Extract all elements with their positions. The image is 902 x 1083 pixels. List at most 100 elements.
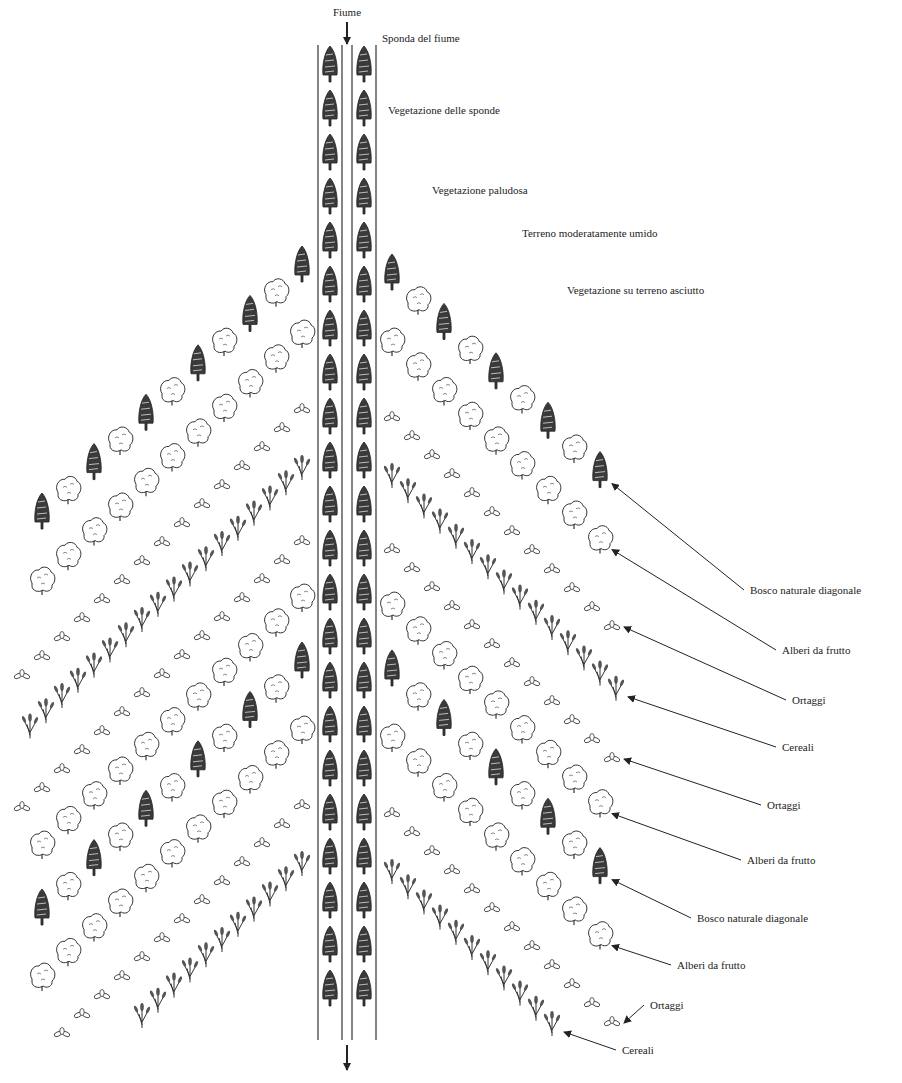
conifer-symbol [357, 530, 371, 566]
row-label: Cereali [780, 741, 816, 754]
conifer-symbol [489, 353, 503, 389]
veg-symbol [503, 658, 520, 668]
veg-symbol [423, 582, 440, 592]
veg-symbol [483, 639, 500, 649]
fruit-symbol [135, 732, 159, 760]
conifer-symbol [323, 354, 337, 390]
veg-symbol [603, 753, 620, 763]
conifer-symbol [357, 442, 371, 478]
veg-symbol [73, 613, 90, 623]
fruit-symbol [589, 790, 613, 818]
fruit-symbol [459, 798, 483, 826]
fruit-symbol [161, 378, 185, 406]
veg-symbol [523, 941, 540, 951]
grain-symbol [447, 524, 465, 549]
fruit-symbol [31, 831, 55, 859]
fruit-symbol [589, 526, 613, 554]
fruit-symbol [563, 765, 587, 793]
veg-symbol [463, 884, 480, 894]
conifer-symbol [323, 882, 337, 918]
conifer-symbol [243, 295, 257, 331]
conifer-symbol [385, 254, 399, 290]
grain-symbol [293, 851, 311, 876]
grain-symbol [245, 501, 263, 526]
fruit-symbol [407, 287, 431, 315]
conifer-symbol [357, 398, 371, 434]
grain-symbol [607, 676, 625, 701]
veg-symbol [193, 631, 210, 641]
veg-symbol [463, 488, 480, 498]
fruit-symbol [459, 732, 483, 760]
veg-symbol [153, 933, 170, 943]
veg-symbol [543, 960, 560, 970]
veg-symbol [53, 1028, 70, 1038]
leader-arrow [624, 627, 786, 700]
fruit-symbol [537, 740, 561, 768]
veg-symbol [523, 545, 540, 555]
fruit-symbol [161, 708, 185, 736]
grain-symbol [85, 653, 103, 678]
conifer-symbol [323, 530, 337, 566]
fruit-symbol [57, 872, 81, 900]
grain-symbol [133, 1003, 151, 1028]
conifer-symbol [139, 790, 153, 826]
fruit-symbol [589, 922, 613, 950]
veg-symbol [33, 783, 50, 793]
fruit-symbol [31, 963, 55, 991]
fruit-symbol [433, 378, 457, 406]
grain-symbol [149, 988, 167, 1013]
fruit-symbol [239, 634, 263, 662]
veg-symbol [233, 593, 250, 603]
grain-symbol [293, 455, 311, 480]
veg-symbol [443, 601, 460, 611]
fruit-symbol [291, 716, 315, 744]
river-banks [318, 45, 376, 1040]
row-label: Alberi da frutto [780, 644, 852, 657]
veg-symbol [403, 827, 420, 837]
veg-symbol [193, 895, 210, 905]
conifer-symbol [357, 882, 371, 918]
fruit-symbol [407, 617, 431, 645]
veg-symbol [403, 431, 420, 441]
conifer-symbol [357, 662, 371, 698]
fruit-symbol [213, 724, 237, 752]
grain-symbol [133, 607, 151, 632]
grain-symbol [591, 661, 609, 686]
veg-symbol [273, 819, 290, 829]
fruit-symbol [459, 666, 483, 694]
fruit-symbol [109, 823, 133, 851]
conifer-symbol [437, 699, 451, 735]
conifer-symbol [295, 642, 309, 678]
conifer-symbol [323, 926, 337, 962]
veg-symbol [153, 669, 170, 679]
fruit-symbol [161, 774, 185, 802]
veg-symbol [503, 526, 520, 536]
conifer-symbol [357, 838, 371, 874]
veg-symbol [133, 952, 150, 962]
fruit-symbol [239, 370, 263, 398]
fruit-symbol [407, 683, 431, 711]
grain-symbol [383, 463, 401, 488]
grain-symbol [383, 859, 401, 884]
veg-symbol [423, 450, 440, 460]
grain-symbol [543, 615, 561, 640]
veg-symbol [253, 574, 270, 584]
fruit-symbol [459, 336, 483, 364]
conifer-symbol [357, 178, 371, 214]
grain-symbol [431, 509, 449, 534]
grain-symbol [229, 912, 247, 937]
fruit-symbol [265, 609, 289, 637]
grain-symbol [575, 645, 593, 670]
fruit-symbol [433, 642, 457, 670]
conifer-symbol [191, 345, 205, 381]
fruit-symbol [161, 840, 185, 868]
conifer-symbol [357, 266, 371, 302]
grain-symbol [431, 905, 449, 930]
veg-symbol [113, 707, 130, 717]
veg-symbol [583, 734, 600, 744]
veg-symbol [173, 518, 190, 528]
conifer-symbol [357, 134, 371, 170]
leader-arrow [612, 550, 776, 650]
veg-symbol [383, 808, 400, 818]
fruit-symbol [381, 328, 405, 356]
